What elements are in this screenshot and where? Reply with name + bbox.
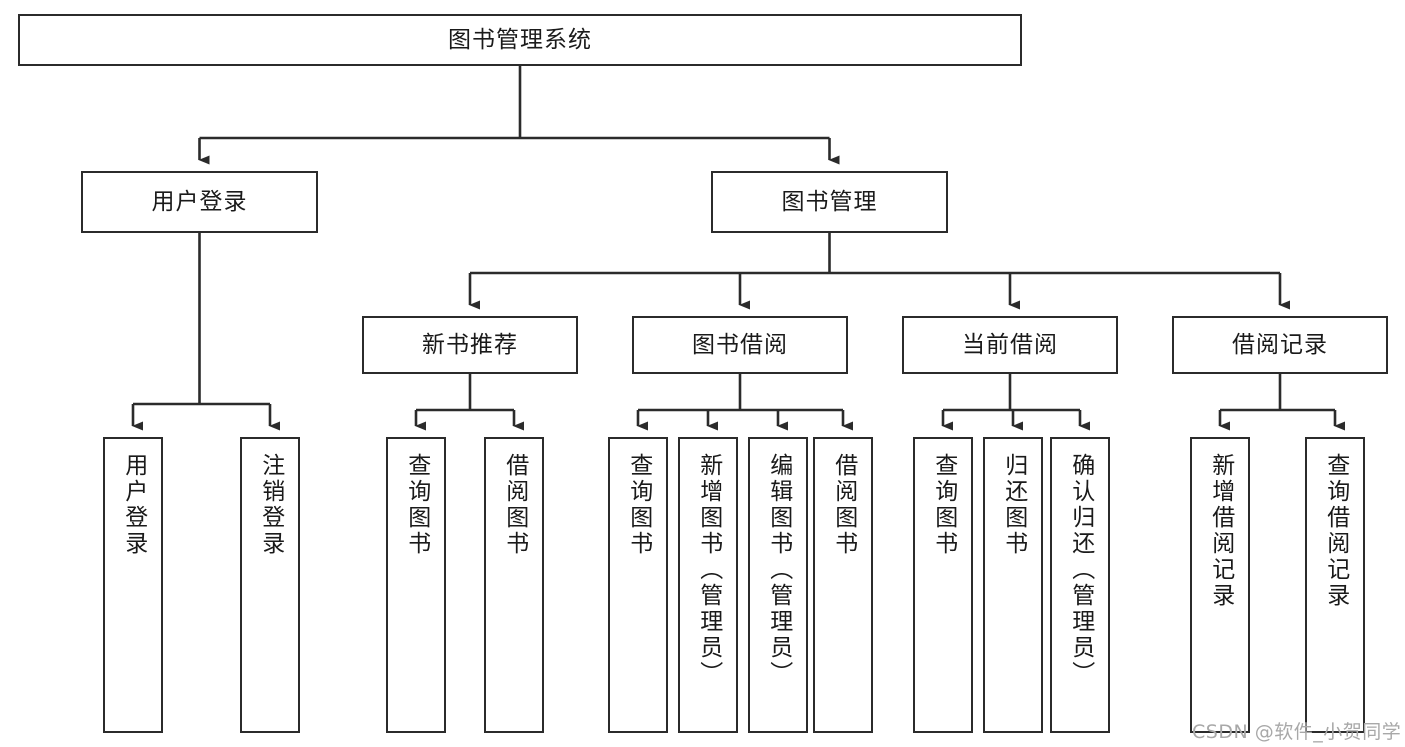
- node-leaf-query-book-cur[interactable]: 查询图书: [913, 437, 973, 733]
- node-leaf-borrow-book[interactable]: 借阅图书: [813, 437, 873, 733]
- node-leaf-borrow-book-rec[interactable]: 借阅图书: [484, 437, 544, 733]
- node-label: 查询借阅记录: [1322, 453, 1349, 609]
- node-label: 用户登录: [151, 188, 248, 215]
- node-label: 新增借阅记录: [1207, 453, 1234, 609]
- node-label: 注销登录: [257, 453, 284, 557]
- node-leaf-confirm-return[interactable]: 确认归还（管理员）: [1050, 437, 1110, 733]
- node-leaf-edit-book[interactable]: 编辑图书（管理员）: [748, 437, 808, 733]
- node-label: 图书借阅: [692, 331, 788, 358]
- node-borrow-record[interactable]: 借阅记录: [1172, 316, 1388, 374]
- node-label: 借阅记录: [1232, 331, 1328, 358]
- node-label: 借阅图书: [501, 453, 528, 557]
- node-current-borrow[interactable]: 当前借阅: [902, 316, 1118, 374]
- node-label: 查询图书: [403, 453, 430, 557]
- node-leaf-return-book[interactable]: 归还图书: [983, 437, 1043, 733]
- node-label: 借阅图书: [830, 453, 857, 557]
- node-leaf-logout[interactable]: 注销登录: [240, 437, 300, 733]
- node-label: 新书推荐: [422, 331, 518, 358]
- node-leaf-user-login[interactable]: 用户登录: [103, 437, 163, 733]
- node-label: 归还图书: [1000, 453, 1027, 557]
- node-label: 编辑图书（管理员）: [765, 453, 792, 687]
- node-user-login[interactable]: 用户登录: [81, 171, 318, 233]
- node-label: 图书管理系统: [448, 26, 592, 53]
- node-label: 当前借阅: [962, 331, 1058, 358]
- node-leaf-query-record[interactable]: 查询借阅记录: [1305, 437, 1365, 733]
- node-book-manage[interactable]: 图书管理: [711, 171, 948, 233]
- node-leaf-add-book[interactable]: 新增图书（管理员）: [678, 437, 738, 733]
- node-root-system[interactable]: 图书管理系统: [18, 14, 1022, 66]
- node-label: 确认归还（管理员）: [1067, 453, 1094, 687]
- node-label: 新增图书（管理员）: [695, 453, 722, 687]
- node-leaf-add-record[interactable]: 新增借阅记录: [1190, 437, 1250, 733]
- node-leaf-query-book-borrow[interactable]: 查询图书: [608, 437, 668, 733]
- node-new-book-rec[interactable]: 新书推荐: [362, 316, 578, 374]
- node-book-borrow[interactable]: 图书借阅: [632, 316, 848, 374]
- node-label: 图书管理: [781, 188, 878, 215]
- node-label: 用户登录: [120, 453, 147, 557]
- node-label: 查询图书: [625, 453, 652, 557]
- node-leaf-query-book-rec[interactable]: 查询图书: [386, 437, 446, 733]
- node-label: 查询图书: [930, 453, 957, 557]
